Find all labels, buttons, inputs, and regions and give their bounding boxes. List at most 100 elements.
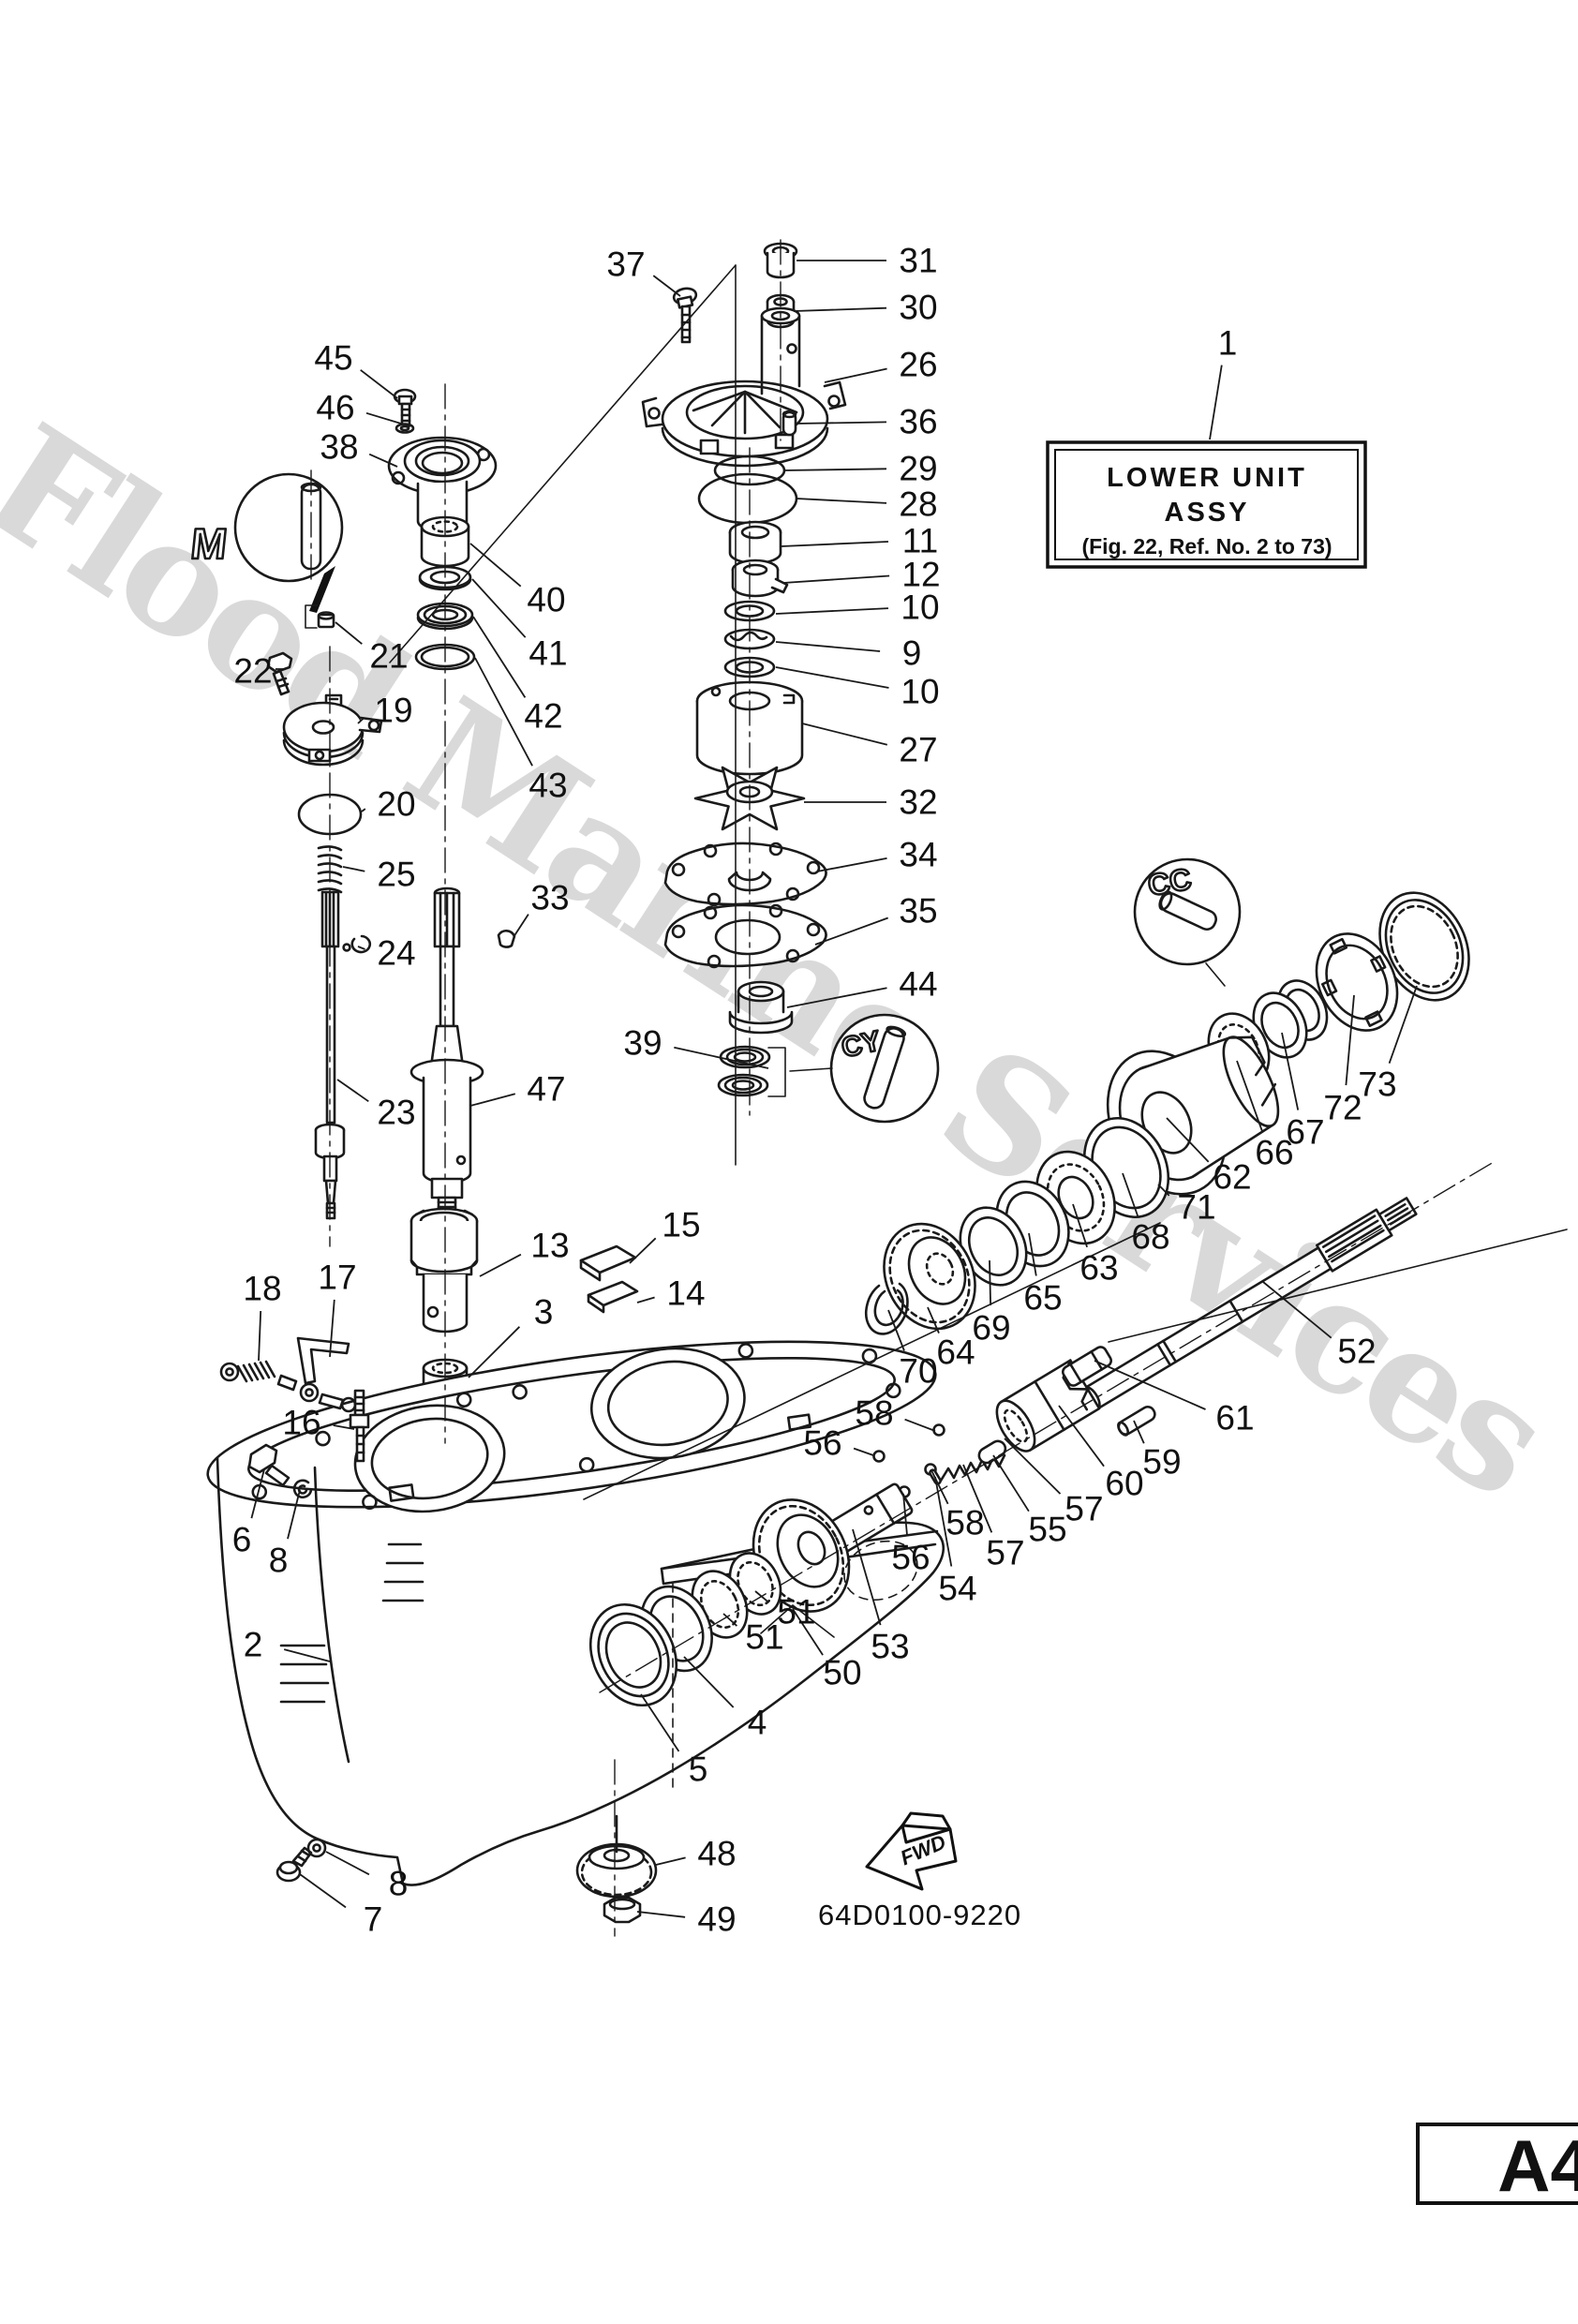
leader-line	[333, 1424, 355, 1430]
leader-line	[335, 621, 363, 645]
callout-6: 6	[232, 1521, 252, 1559]
leader-line	[469, 543, 522, 588]
callout-4: 4	[748, 1704, 767, 1742]
callout-1: 1	[1218, 324, 1238, 363]
part-screw-7	[275, 1846, 313, 1883]
leader-line	[1133, 1420, 1145, 1444]
callout-71: 71	[1177, 1188, 1215, 1227]
callout-36: 36	[899, 403, 937, 441]
leader-line	[513, 914, 529, 938]
construction-lines	[305, 239, 1568, 1937]
leader-line	[814, 916, 889, 946]
drawing-code: 64D0100-9220	[818, 1899, 1021, 1931]
exploded-diagram: M	[187, 242, 1470, 1924]
leader-line	[250, 1468, 265, 1519]
leader-line	[474, 657, 533, 767]
title-line-1: LOWER UNIT	[1107, 463, 1307, 493]
title-line-3: (Fig. 22, Ref. No. 2 to 73)	[1081, 534, 1332, 559]
leader-line	[722, 1613, 738, 1627]
callout-46: 46	[316, 389, 354, 427]
leader-line	[640, 1693, 680, 1752]
callout-10: 10	[901, 588, 939, 627]
part-dowel-pin-36	[782, 410, 797, 437]
title-line-2: ASSY	[1165, 498, 1250, 528]
callout-40: 40	[527, 581, 565, 619]
leader-line	[796, 498, 887, 504]
callout-51: 51	[777, 1593, 815, 1631]
leader-line	[816, 857, 887, 872]
leader-line	[655, 1856, 686, 1866]
part-outer-plate-34	[663, 842, 827, 907]
part-collar-12	[731, 559, 789, 598]
part-pin-21	[317, 611, 335, 629]
leader-line	[927, 1306, 940, 1333]
leader-line	[824, 367, 887, 383]
callout-20: 20	[377, 785, 415, 824]
callout-33: 33	[530, 879, 569, 917]
leader-line	[469, 1093, 516, 1107]
part-plunger-55	[977, 1439, 1007, 1465]
leader-line	[357, 717, 365, 724]
leader-line	[361, 808, 366, 812]
callout-26: 26	[899, 346, 937, 384]
callout-18: 18	[243, 1270, 281, 1308]
callout-7: 7	[364, 1900, 383, 1939]
leader-line	[852, 1528, 882, 1626]
leader-line	[674, 1046, 769, 1069]
callout-24: 24	[377, 934, 415, 973]
assembly-title-box: LOWER UNIT ASSY (Fig. 22, Ref. No. 2 to …	[1046, 440, 1367, 569]
part-woodruff-key-33	[497, 929, 516, 948]
leader-line	[801, 723, 888, 746]
part-balls-56-58	[872, 1423, 945, 1498]
part-shift-cam-19	[282, 693, 383, 767]
leader-line	[930, 1469, 949, 1505]
callout-66: 66	[1255, 1134, 1293, 1172]
part-bolt-45	[393, 388, 417, 427]
leader-line	[360, 369, 398, 399]
part-washer-8b	[306, 1838, 327, 1858]
callout-12: 12	[901, 556, 940, 594]
detail-circle-grease-left: M	[187, 472, 344, 613]
part-thrust-washer-69	[959, 1206, 1028, 1287]
callout-70: 70	[899, 1352, 937, 1391]
leader-line	[796, 421, 887, 425]
sheet-size-label: A4	[1497, 2124, 1578, 2207]
leader-line	[775, 607, 889, 615]
leader-line	[287, 1489, 301, 1540]
callout-50: 50	[823, 1654, 861, 1692]
detail-circle-grease-right: CC	[1133, 857, 1242, 966]
leader-line	[782, 468, 887, 471]
leader-line	[1058, 1405, 1105, 1467]
leader-line	[1262, 1281, 1332, 1339]
callout-52: 52	[1337, 1333, 1376, 1371]
leader-line	[1004, 1438, 1062, 1495]
part-pump-housing-26	[641, 306, 847, 468]
callout-8: 8	[389, 1865, 409, 1903]
callout-42: 42	[524, 697, 562, 736]
leader-line	[1157, 1184, 1170, 1197]
callout-56: 56	[891, 1539, 930, 1577]
callout-35: 35	[899, 892, 937, 931]
leader-line	[1028, 1232, 1037, 1276]
callout-53: 53	[871, 1628, 909, 1666]
callout-61: 61	[1215, 1399, 1254, 1438]
callout-2: 2	[244, 1626, 263, 1664]
callout-27: 27	[899, 731, 937, 769]
part-bolt-22	[266, 651, 293, 696]
part-key-15	[579, 1244, 637, 1282]
leader-line	[1236, 1060, 1264, 1133]
part-seal-ring-5	[588, 1602, 678, 1707]
callout-28: 28	[899, 485, 937, 524]
callout-5: 5	[689, 1750, 708, 1789]
callout-45: 45	[314, 339, 352, 378]
leader-line	[365, 411, 411, 427]
part-gasket-28	[697, 472, 798, 525]
leader-line	[325, 1851, 370, 1876]
callout-37: 37	[606, 246, 645, 284]
callout-62: 62	[1213, 1158, 1251, 1197]
callout-38: 38	[320, 428, 358, 467]
callout-47: 47	[527, 1070, 565, 1109]
leader-line	[471, 578, 527, 638]
callout-49: 49	[697, 1900, 736, 1939]
part-gasket-35	[663, 903, 827, 969]
